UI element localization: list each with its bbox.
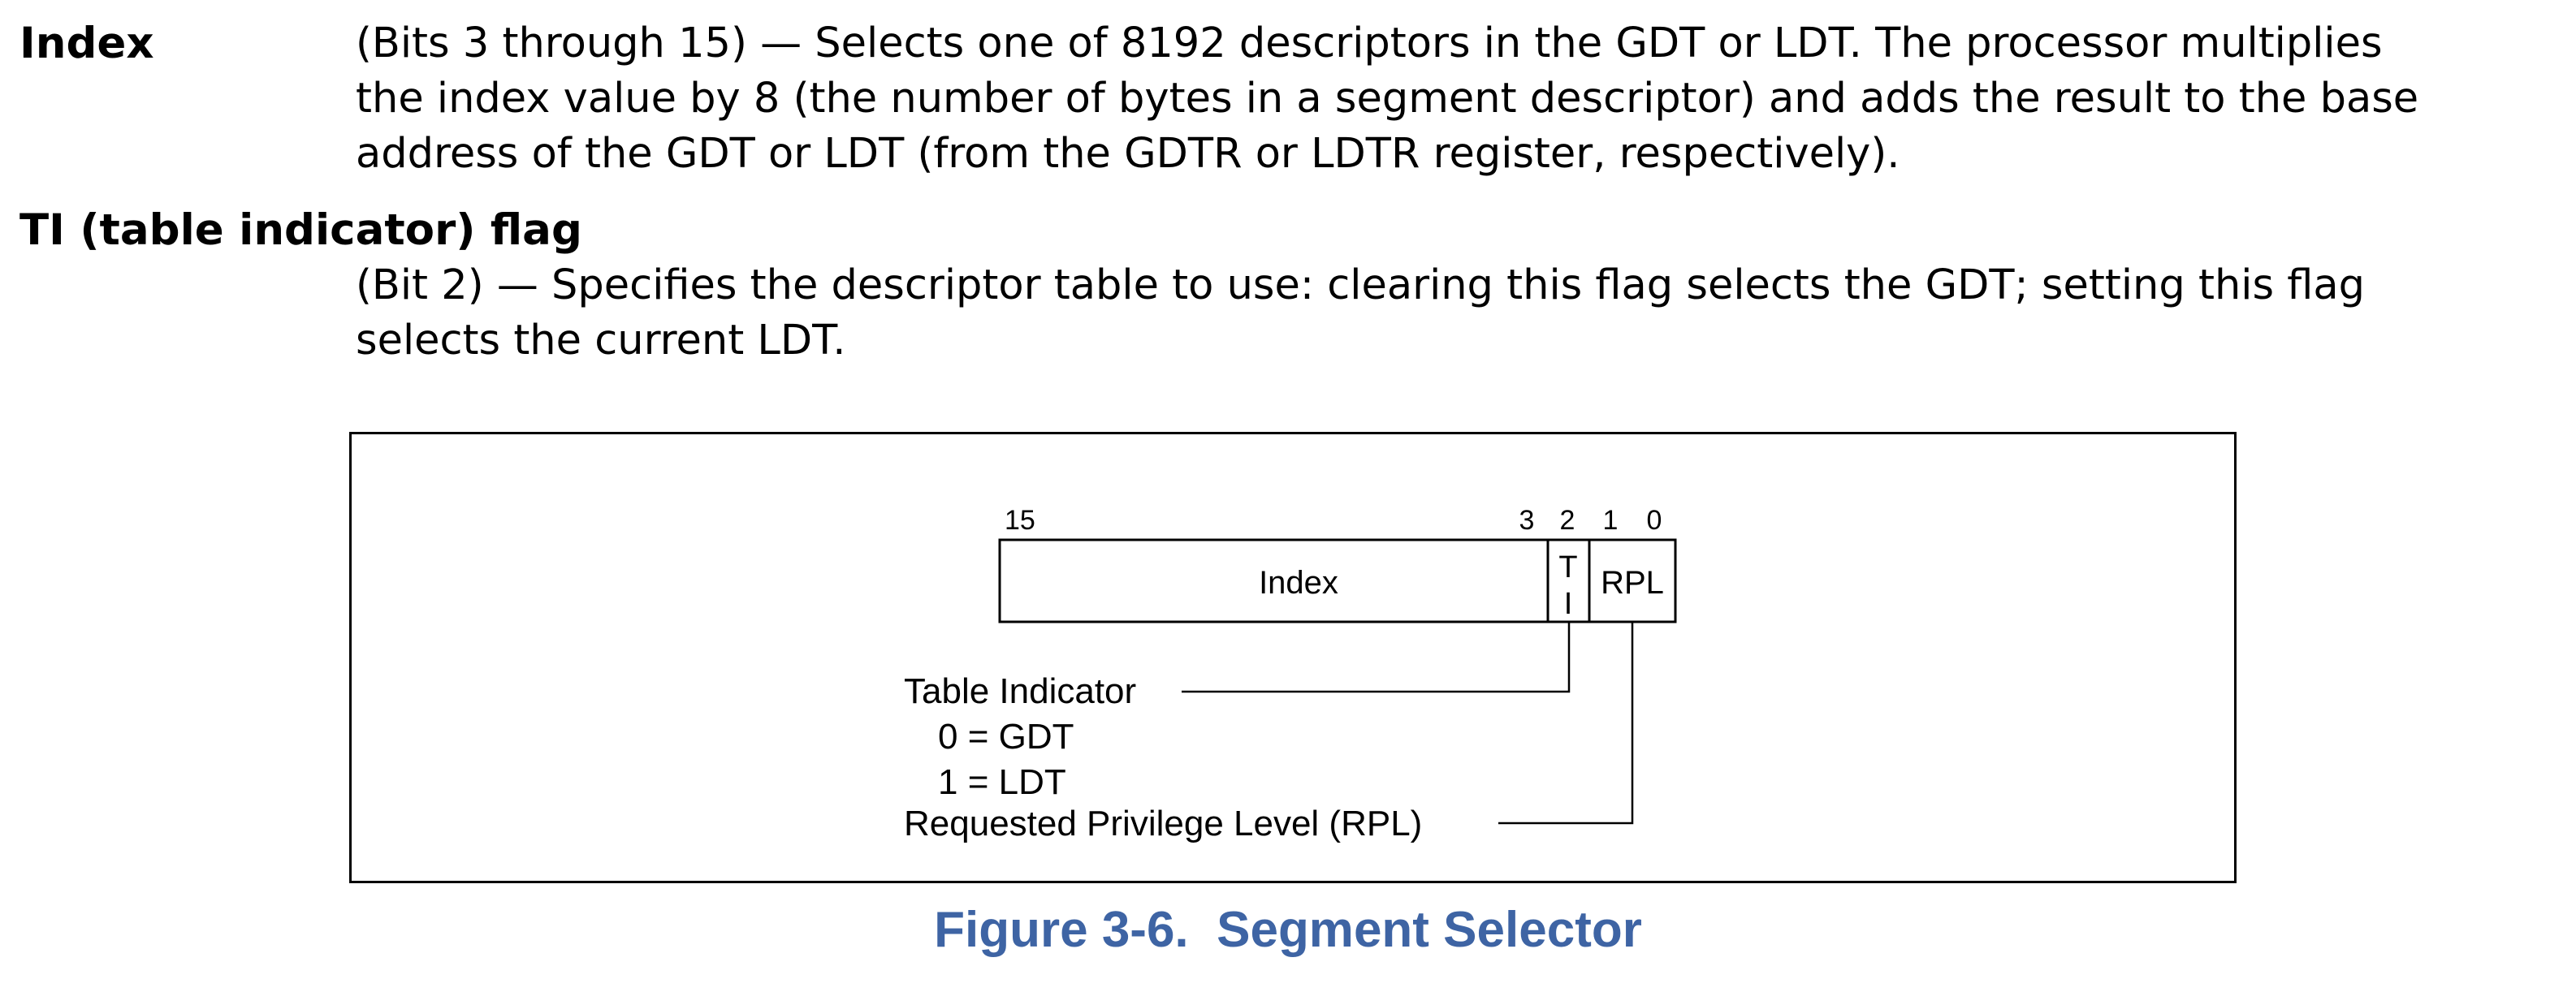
figure-caption: Figure 3-6. Segment Selector <box>934 902 1642 958</box>
bit-label-2: 2 <box>1560 505 1575 536</box>
field-ti-top: T <box>1558 550 1577 584</box>
figure-frame <box>349 432 2237 883</box>
ti-callout-line <box>1182 622 1571 693</box>
description-ti-flag: (Bit 2) — Specifies the descriptor table… <box>356 258 2565 369</box>
bit-label-1: 1 <box>1603 505 1619 536</box>
description-line: (Bit 2) — Specifies the descriptor table… <box>356 261 2365 309</box>
callout-rpl: Requested Privilege Level (RPL) <box>904 804 1422 843</box>
bit-label-0: 0 <box>1647 505 1662 536</box>
bit-label-15: 15 <box>1005 505 1035 536</box>
field-index: Index <box>1259 565 1338 601</box>
field-ti-bottom: I <box>1564 587 1573 621</box>
callout-gdt: 0 = GDT <box>938 717 1074 757</box>
selector-register-box <box>998 538 1677 623</box>
description-line: selects the current LDT. <box>356 317 846 364</box>
description-line: the index value by 8 (the number of byte… <box>356 75 2419 123</box>
description-index: (Bits 3 through 15) — Selects one of 819… <box>356 16 2565 182</box>
callout-table-indicator: Table Indicator <box>904 671 1136 711</box>
bit-label-3: 3 <box>1519 505 1535 536</box>
callout-ldt: 1 = LDT <box>938 762 1066 802</box>
term-ti-flag: TI (table indicator) flag <box>19 205 582 255</box>
term-index: Index <box>19 19 154 68</box>
description-line: address of the GDT or LDT (from the GDTR… <box>356 130 1900 178</box>
description-line: (Bits 3 through 15) — Selects one of 819… <box>356 19 2383 67</box>
rpl-callout-line <box>1498 622 1634 825</box>
field-rpl: RPL <box>1601 565 1664 601</box>
